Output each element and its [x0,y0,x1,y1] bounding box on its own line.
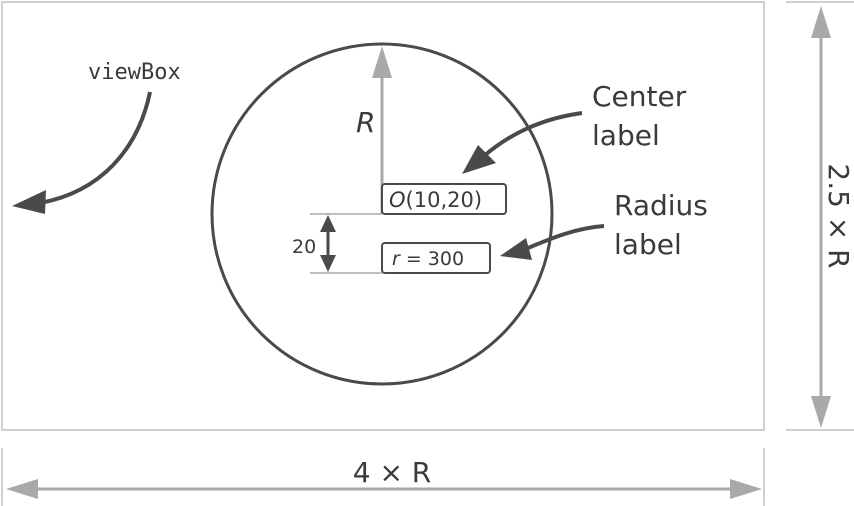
radius-symbol: R [356,106,375,139]
height-arrowhead-top [811,6,831,38]
radius-callout-arrow [527,224,605,250]
radius-callout-arrowhead [500,238,532,260]
center-callout-line2: label [592,119,660,152]
center-label-italic: O [389,188,406,212]
height-arrowhead-bottom [811,396,831,428]
offset-arrowhead-bottom [320,255,336,272]
viewbox-label: viewBox [88,60,181,85]
radius-label-text: r = 300 [392,248,464,270]
viewbox-arrow [39,91,152,205]
radius-label-value: = 300 [400,248,464,270]
main-circle [210,42,554,386]
center-label-box [381,183,507,215]
center-callout-text: Center label [592,80,695,152]
radius-label-box [381,242,491,274]
width-label: 4 × R [353,456,432,489]
radius-label-italic: r [392,248,401,270]
viewbox-arrowhead [12,190,46,214]
center-callout-line1: Center [592,80,687,113]
center-label-text: O(10,20) [389,188,482,212]
offset-value: 20 [292,236,316,258]
radius-callout-line2: label [614,228,682,261]
center-label-coords: (10,20) [406,188,483,212]
radius-callout-text: Radius label [614,189,717,261]
center-callout-arrowhead [462,145,496,174]
center-callout-arrow [482,111,583,158]
radius-callout-line1: Radius [614,189,708,222]
radius-arrowhead [372,46,392,78]
height-label: 2.5 × R [822,163,854,268]
width-arrowhead-left [6,479,38,499]
width-arrowhead-right [730,479,762,499]
offset-arrowhead-top [320,215,336,232]
viewbox-frame [1,1,765,431]
